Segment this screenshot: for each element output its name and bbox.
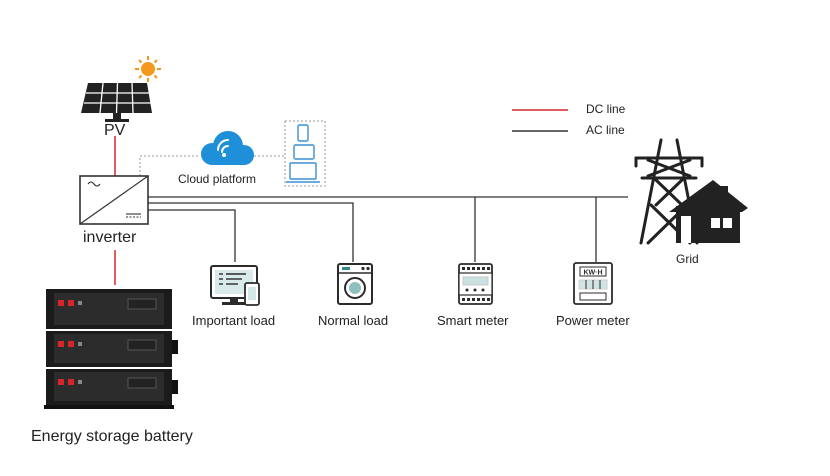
inverter-icon [79,175,149,225]
legend-ac-label: AC line [586,123,625,137]
normal-load-label: Normal load [318,313,389,328]
cloud-icon [201,131,254,165]
power-meter-display: KW·H [583,270,602,277]
pv-label: PV [104,122,126,139]
power-meter-label: Power meter [556,313,630,328]
smart-meter-icon [458,263,493,305]
inverter-label: inverter [83,229,137,246]
legend-dc-label: DC line [586,102,626,116]
important-load-label: Important load [192,313,276,328]
ac-lines [148,196,628,262]
solar-panel-icon [81,82,152,122]
client-devices-icon [286,124,320,183]
battery-stack-icon [44,289,178,409]
important-load-icon [210,265,260,306]
washing-machine-icon [337,263,373,305]
battery-label: Energy storage battery [31,428,193,445]
cloud-dashed-link [139,120,326,187]
sun-icon [135,56,161,82]
grid-label: Grid [676,252,699,266]
grid-icon [634,138,748,245]
power-meter-icon: KW·H [573,262,613,305]
smart-meter-label: Smart meter [437,313,509,328]
cloud-platform-label: Cloud platform [178,172,257,186]
